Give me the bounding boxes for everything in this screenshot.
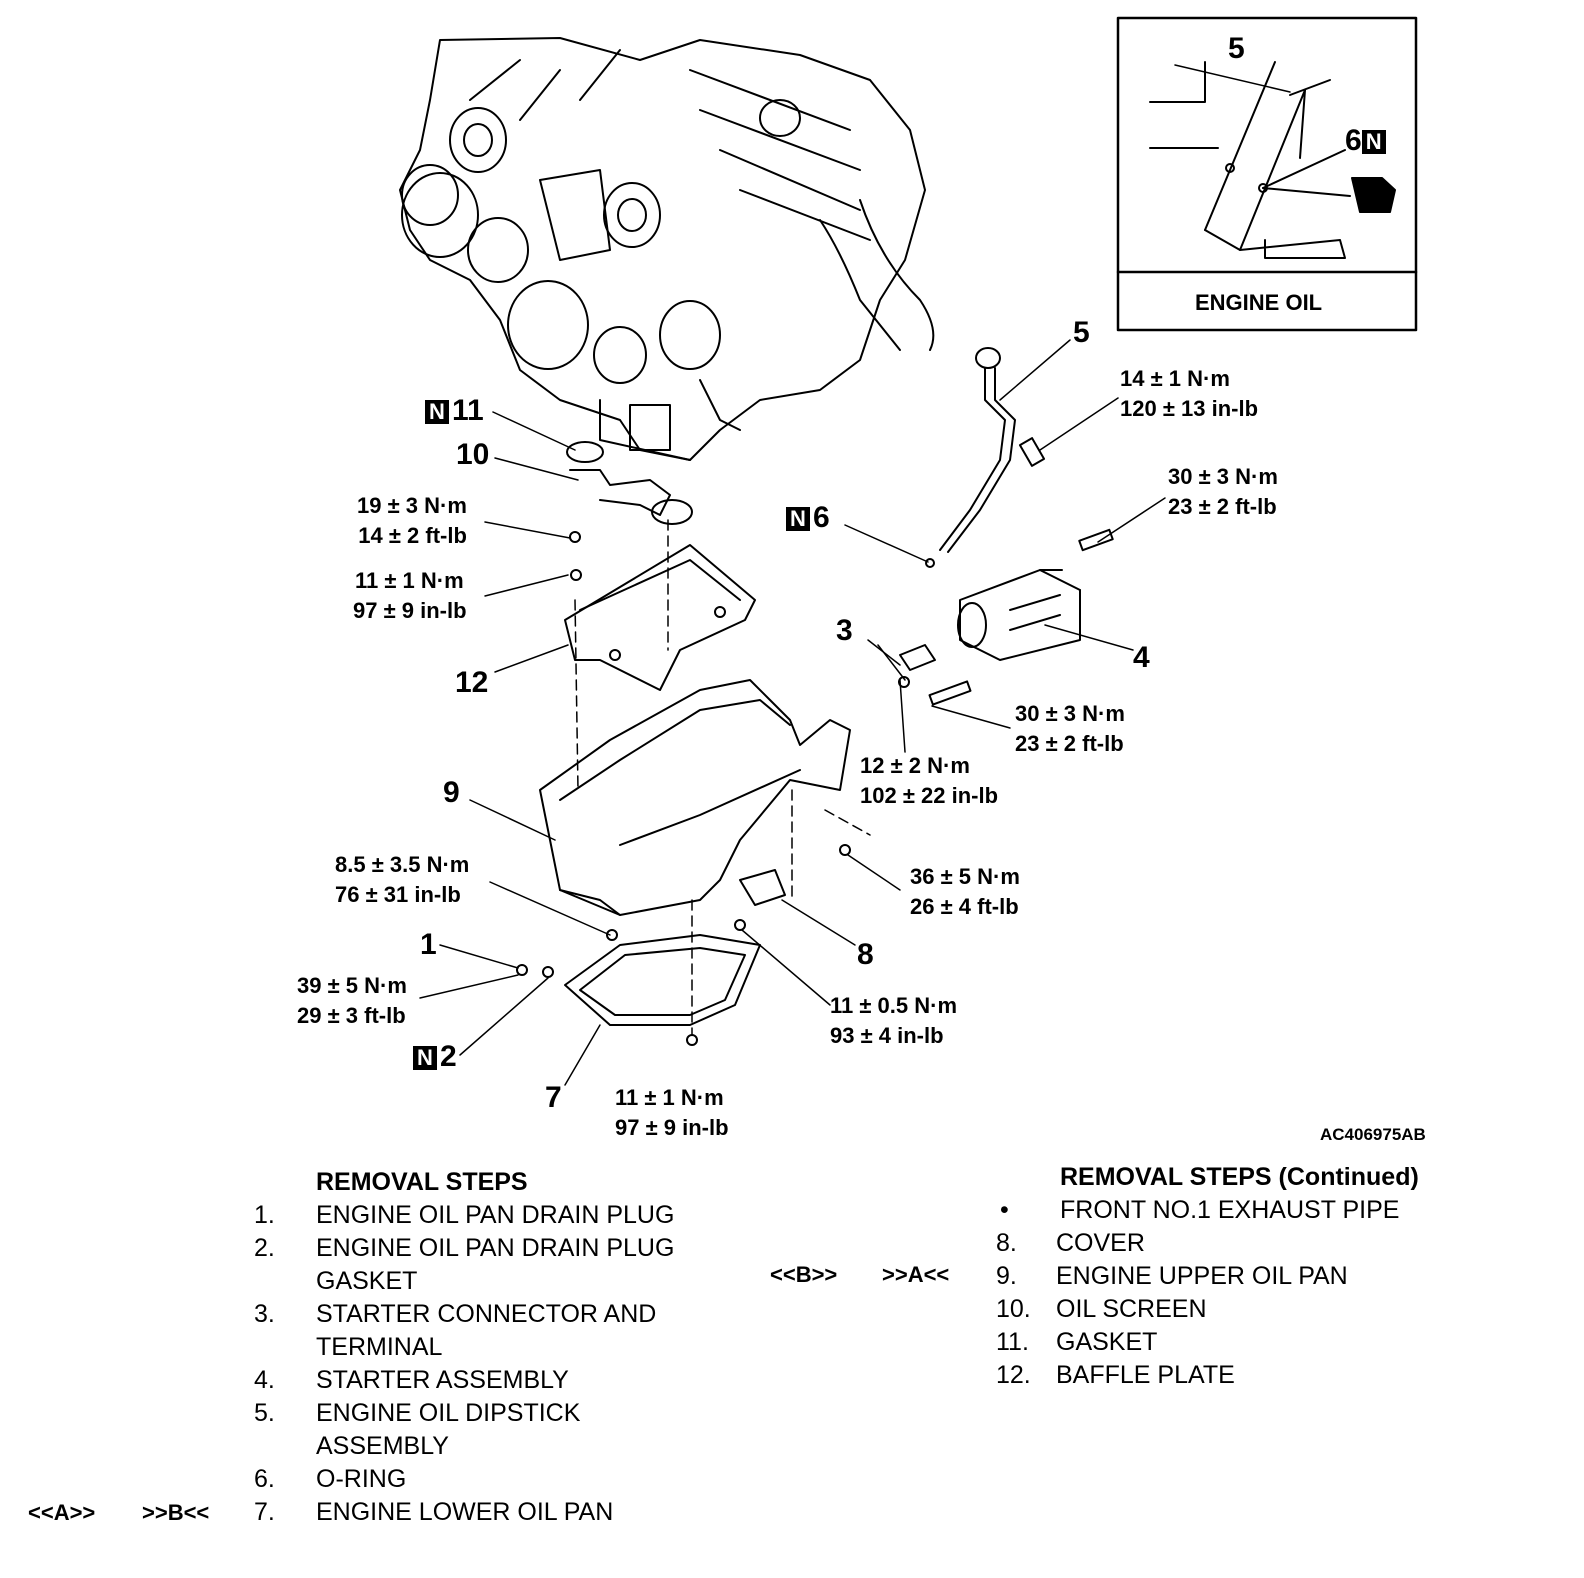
torque-imperial: 29 ± 3 ft-lb [297, 1003, 406, 1028]
torque-nm: 39 ± 5 N·m [297, 973, 407, 998]
torque-upper-oil-pan: 8.5 ± 3.5 N·m 76 ± 31 in-lb [335, 850, 469, 910]
callout-part-11-number: 11 [452, 394, 484, 427]
step-9-install-ref: >>A<< [882, 1262, 950, 1287]
oil-screen-illustration [566, 441, 693, 581]
torque-starter-terminal: 12 ± 2 N·m 102 ± 22 in-lb [860, 751, 998, 811]
callout-part-5: 5 [1073, 316, 1090, 349]
list-item: 12.BAFFLE PLATE [996, 1361, 1235, 1389]
callout-part-10: 10 [456, 438, 490, 471]
list-item: 9.ENGINE UPPER OIL PAN [996, 1262, 1348, 1290]
upper-oil-pan-illustration [539, 679, 851, 941]
list-item: 7.ENGINE LOWER OIL PAN [254, 1498, 614, 1526]
torque-imperial: 102 ± 22 in-lb [860, 783, 999, 808]
list-item: 6.O-RING [254, 1465, 407, 1493]
engine-block-illustration [399, 37, 935, 461]
diagram-drawing [399, 16, 1418, 1086]
list-item: 4.STARTER ASSEMBLY [254, 1366, 569, 1394]
torque-cover: 11 ± 0.5 N·m 93 ± 4 in-lb [830, 991, 957, 1051]
inset-detail-box [1116, 16, 1418, 332]
callout-part-9: 9 [443, 776, 460, 809]
torque-oil-screen: 19 ± 3 N·m 14 ± 2 ft-lb [357, 491, 467, 551]
torque-imperial: 93 ± 4 in-lb [830, 1023, 944, 1048]
torque-nm: 11 ± 1 N·m [355, 568, 464, 593]
torque-drain-plug: 39 ± 5 N·m 29 ± 3 ft-lb [297, 971, 407, 1031]
new-part-marker: N [786, 507, 810, 532]
leader-lines [419, 64, 1291, 1086]
torque-nm: 12 ± 2 N·m [860, 753, 970, 778]
torque-imperial: 14 ± 2 ft-lb [358, 523, 467, 548]
figure-code: AC406975AB [1320, 1125, 1426, 1144]
list-item: 8.COVER [996, 1229, 1145, 1257]
list-item: ASSEMBLY [316, 1432, 449, 1460]
torque-imperial: 26 ± 4 ft-lb [910, 894, 1019, 919]
list-item: TERMINAL [316, 1333, 443, 1361]
torque-nm: 30 ± 3 N·m [1015, 701, 1125, 726]
torque-imperial: 23 ± 2 ft-lb [1168, 494, 1277, 519]
torque-nm: 30 ± 3 N·m [1168, 464, 1278, 489]
list-item: 2.ENGINE OIL PAN DRAIN PLUG [254, 1234, 675, 1262]
torque-nm: 14 ± 1 N·m [1120, 366, 1230, 391]
callout-part-1: 1 [420, 928, 437, 961]
step-7-install-ref: >>B<< [142, 1500, 210, 1525]
list-item: 3.STARTER CONNECTOR AND [254, 1300, 657, 1328]
torque-imperial: 97 ± 9 in-lb [615, 1115, 729, 1140]
list-item: •FRONT NO.1 EXHAUST PIPE [1000, 1196, 1400, 1224]
callout-part-12: 12 [455, 666, 489, 699]
new-part-marker: N [1361, 130, 1386, 155]
inset-title: ENGINE OIL [1195, 290, 1323, 315]
torque-nm: 11 ± 0.5 N·m [830, 993, 958, 1018]
torque-baffle-plate: 11 ± 1 N·m 97 ± 9 in-lb [353, 566, 467, 626]
list-item: 11.GASKET [996, 1328, 1158, 1356]
torque-imperial: 97 ± 9 in-lb [353, 598, 467, 623]
torque-nm: 11 ± 1 N·m [615, 1085, 724, 1110]
torque-nm: 19 ± 3 N·m [357, 493, 467, 518]
list-item: 5.ENGINE OIL DIPSTICK [254, 1399, 581, 1427]
torque-starter-upper: 30 ± 3 N·m 23 ± 2 ft-lb [1168, 462, 1278, 522]
callout-part-7: 7 [545, 1081, 562, 1114]
step-9-removal-ref: <<B>> [770, 1262, 838, 1287]
torque-imperial: 23 ± 2 ft-lb [1015, 731, 1124, 756]
starter-illustration [898, 528, 1114, 706]
torque-lower-oil-pan: 11 ± 1 N·m 97 ± 9 in-lb [615, 1083, 729, 1143]
torque-dipstick: 14 ± 1 N·m 120 ± 13 in-lb [1120, 364, 1258, 424]
removal-steps-continued-title: REMOVAL STEPS (Continued) [1060, 1163, 1419, 1191]
callout-part-2-number: 2 [440, 1040, 457, 1073]
torque-oil-pan-side: 36 ± 5 N·m 26 ± 4 ft-lb [910, 862, 1020, 922]
list-item: 10.OIL SCREEN [996, 1295, 1207, 1323]
callout-part-8: 8 [857, 938, 874, 971]
lower-oil-pan-illustration [516, 934, 761, 1046]
new-part-marker: N [413, 1046, 437, 1071]
removal-steps-continued-list: REMOVAL STEPS (Continued) •FRONT NO.1 EX… [996, 1161, 1476, 1392]
torque-imperial: 120 ± 13 in-lb [1120, 396, 1259, 421]
baffle-plate-illustration [564, 544, 756, 691]
dipstick-illustration [925, 347, 1046, 568]
alignment-lines [574, 519, 871, 1036]
step-7-removal-ref: <<A>> [28, 1500, 96, 1525]
inset-part-5-label: 5 [1228, 32, 1245, 65]
torque-imperial: 76 ± 31 in-lb [335, 882, 461, 907]
list-item: GASKET [316, 1267, 418, 1295]
callout-part-3: 3 [836, 614, 853, 647]
torque-nm: 36 ± 5 N·m [910, 864, 1020, 889]
torque-starter-lower: 30 ± 3 N·m 23 ± 2 ft-lb [1015, 699, 1125, 759]
callout-part-4: 4 [1133, 641, 1150, 674]
removal-steps-list: REMOVAL STEPS 1.ENGINE OIL PAN DRAIN PLU… [254, 1166, 734, 1529]
torque-nm: 8.5 ± 3.5 N·m [335, 852, 470, 877]
list-item: 1.ENGINE OIL PAN DRAIN PLUG [254, 1201, 675, 1229]
inset-part-6-number: 6 [1345, 124, 1362, 157]
callout-part-6-number: 6 [813, 501, 830, 534]
removal-steps-title: REMOVAL STEPS [316, 1168, 528, 1196]
new-part-marker: N [425, 400, 449, 425]
